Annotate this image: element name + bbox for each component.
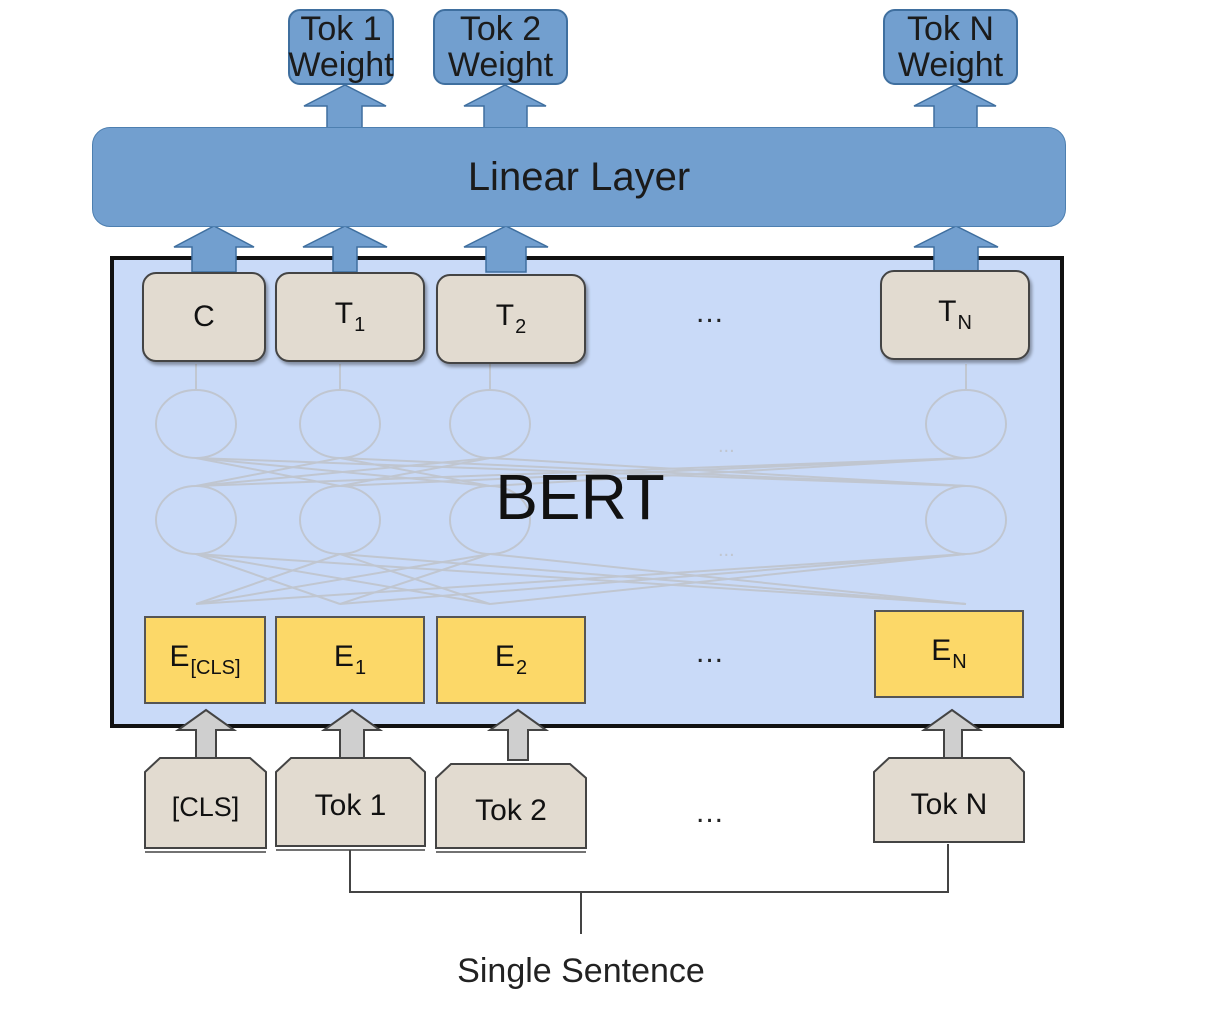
output-t1-label: T1	[334, 297, 366, 336]
input-token-shadows	[145, 849, 586, 853]
arrows-to-outputs	[303, 84, 997, 131]
output-t2-label: T2	[495, 299, 527, 338]
svg-text:...: ...	[718, 539, 735, 561]
input-row-ellipsis: ...	[695, 796, 724, 829]
output-tokn-weight: Tok N Weight	[883, 9, 1018, 85]
output-tok1-line2: Weight	[288, 46, 394, 84]
input-cls-label: [CLS]	[171, 791, 240, 822]
output-tok1-line1: Tok 1	[300, 10, 382, 48]
output-tok2-line1: Tok 2	[459, 10, 542, 48]
single-sentence-caption: Single Sentence	[457, 952, 705, 990]
output-c-box: C	[142, 272, 266, 362]
input-tok1-label: Tok 1	[314, 789, 387, 822]
sentence-bracket	[349, 844, 949, 934]
embedding-cls-box: E[CLS]	[144, 616, 266, 704]
arrows-to-linear	[173, 225, 999, 273]
output-tn-box: TN	[880, 270, 1030, 360]
embedding-cls-label: E[CLS]	[169, 640, 241, 679]
embedding-en-label: EN	[931, 634, 967, 673]
faded-network: ... ...	[155, 364, 1007, 605]
input-tok2-label: Tok 2	[475, 794, 547, 827]
embedding-row-ellipsis: ...	[695, 636, 724, 669]
linear-layer: Linear Layer	[92, 127, 1066, 227]
embedding-e2-label: E2	[494, 640, 528, 679]
bert-label: BERT	[495, 461, 665, 533]
output-tok2-line2: Weight	[447, 46, 554, 84]
embedding-e2-box: E2	[436, 616, 586, 704]
input-token-shapes	[144, 757, 1025, 849]
embedding-e1-box: E1	[275, 616, 425, 704]
linear-layer-label: Linear Layer	[467, 154, 691, 199]
input-tokn-label: Tok N	[910, 788, 988, 821]
output-tokn-line2: Weight	[897, 46, 1004, 84]
output-tn-label: TN	[938, 295, 972, 334]
output-t1-box: T1	[275, 272, 425, 362]
output-tokn-line1: Tok N	[907, 10, 994, 48]
arrows-to-embeddings	[174, 708, 984, 761]
output-tok2-weight: Tok 2 Weight	[433, 9, 568, 85]
output-tok1-weight: Tok 1 Weight	[288, 9, 394, 85]
embedding-en-box: EN	[874, 610, 1024, 698]
output-t2-box: T2	[436, 274, 586, 364]
svg-text:...: ...	[718, 435, 735, 457]
output-row-ellipsis: ...	[695, 296, 724, 329]
output-c-label: C	[193, 300, 215, 333]
embedding-e1-label: E1	[333, 640, 367, 679]
